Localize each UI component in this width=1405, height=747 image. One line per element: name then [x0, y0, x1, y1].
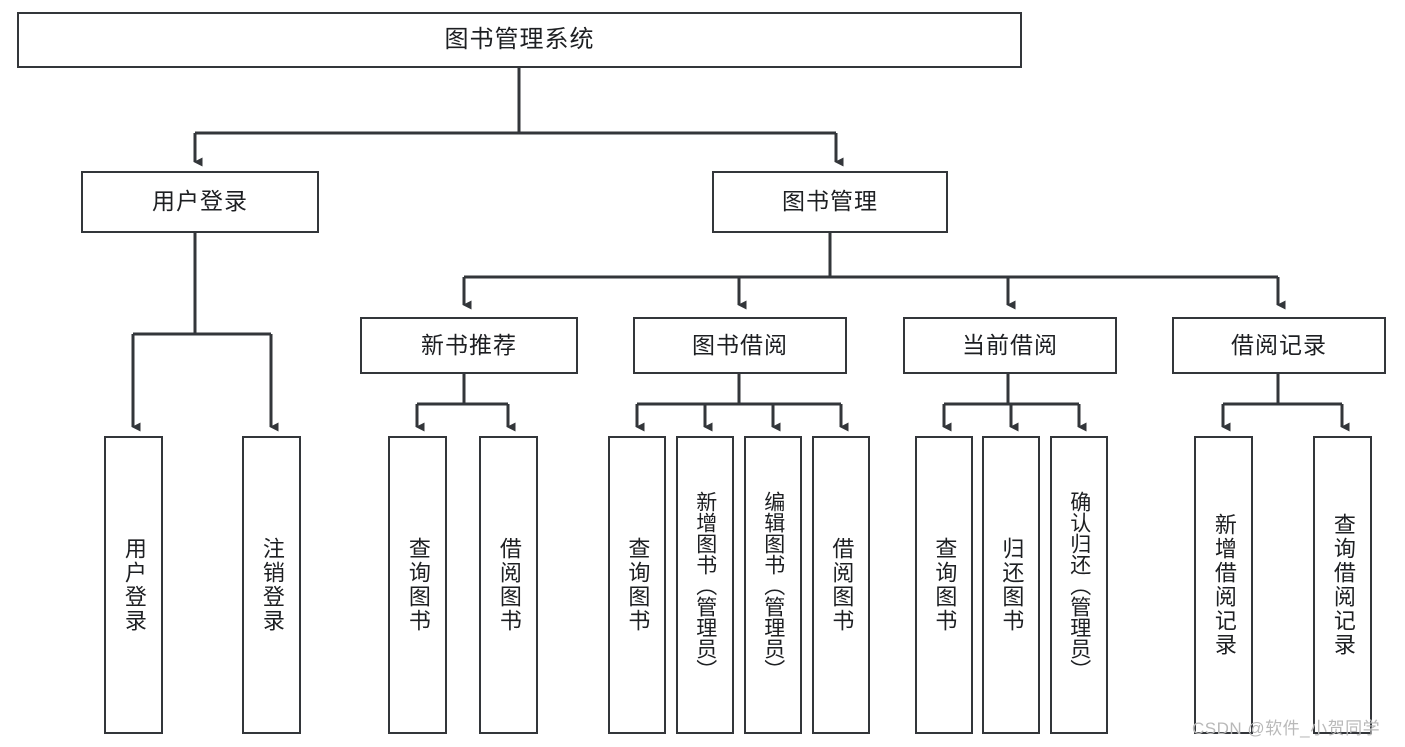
node-new-book-recommend[interactable]: 新书推荐 [360, 317, 578, 374]
node-label: 借阅记录 [1231, 331, 1327, 358]
node-label: 借阅图书 [496, 537, 522, 633]
csdn-watermark: CSDN @软件_小贺同学 [1192, 719, 1381, 738]
leaf-add-borrow-record[interactable]: 新增借阅记录 [1194, 436, 1253, 734]
node-current-borrow[interactable]: 当前借阅 [903, 317, 1117, 374]
leaf-query-book-current[interactable]: 查询图书 [915, 436, 973, 734]
node-label: 查询图书 [932, 537, 958, 633]
node-label: 图书管理 [782, 188, 878, 215]
leaf-query-borrow-record[interactable]: 查询借阅记录 [1313, 436, 1372, 734]
node-book-management[interactable]: 图书管理 [712, 171, 948, 233]
node-book-borrow[interactable]: 图书借阅 [633, 317, 847, 374]
leaf-borrow-book-recommend[interactable]: 借阅图书 [479, 436, 538, 734]
node-label: 借阅图书 [829, 537, 855, 633]
node-label: 用户登录 [152, 188, 248, 215]
leaf-return-book[interactable]: 归还图书 [982, 436, 1040, 734]
leaf-confirm-return-admin[interactable]: 确认归还（管理员） [1050, 436, 1108, 734]
node-user-login[interactable]: 用户登录 [81, 171, 319, 233]
leaf-query-book-recommend[interactable]: 查询图书 [388, 436, 447, 734]
node-borrow-record[interactable]: 借阅记录 [1172, 317, 1386, 374]
leaf-edit-book-admin[interactable]: 编辑图书（管理员） [744, 436, 802, 734]
node-label: 编辑图书（管理员） [761, 490, 785, 680]
node-root-system[interactable]: 图书管理系统 [17, 12, 1022, 68]
node-label: 新增借阅记录 [1211, 513, 1237, 657]
node-label: 用户登录 [121, 537, 147, 633]
leaf-logout-login[interactable]: 注销登录 [242, 436, 301, 734]
node-label: 查询图书 [625, 537, 651, 633]
leaf-query-book-borrow[interactable]: 查询图书 [608, 436, 666, 734]
node-label: 图书管理系统 [444, 25, 595, 53]
node-label: 注销登录 [259, 537, 285, 633]
node-label: 查询图书 [405, 537, 431, 633]
node-label: 归还图书 [999, 537, 1025, 633]
node-label: 查询借阅记录 [1330, 513, 1356, 657]
leaf-borrow-book[interactable]: 借阅图书 [812, 436, 870, 734]
node-label: 当前借阅 [962, 331, 1058, 358]
leaf-add-book-admin[interactable]: 新增图书（管理员） [676, 436, 734, 734]
node-label: 图书借阅 [692, 331, 788, 358]
node-label: 新增图书（管理员） [693, 490, 717, 680]
leaf-user-login[interactable]: 用户登录 [104, 436, 163, 734]
node-label: 新书推荐 [421, 331, 517, 358]
node-label: 确认归还（管理员） [1067, 490, 1091, 680]
